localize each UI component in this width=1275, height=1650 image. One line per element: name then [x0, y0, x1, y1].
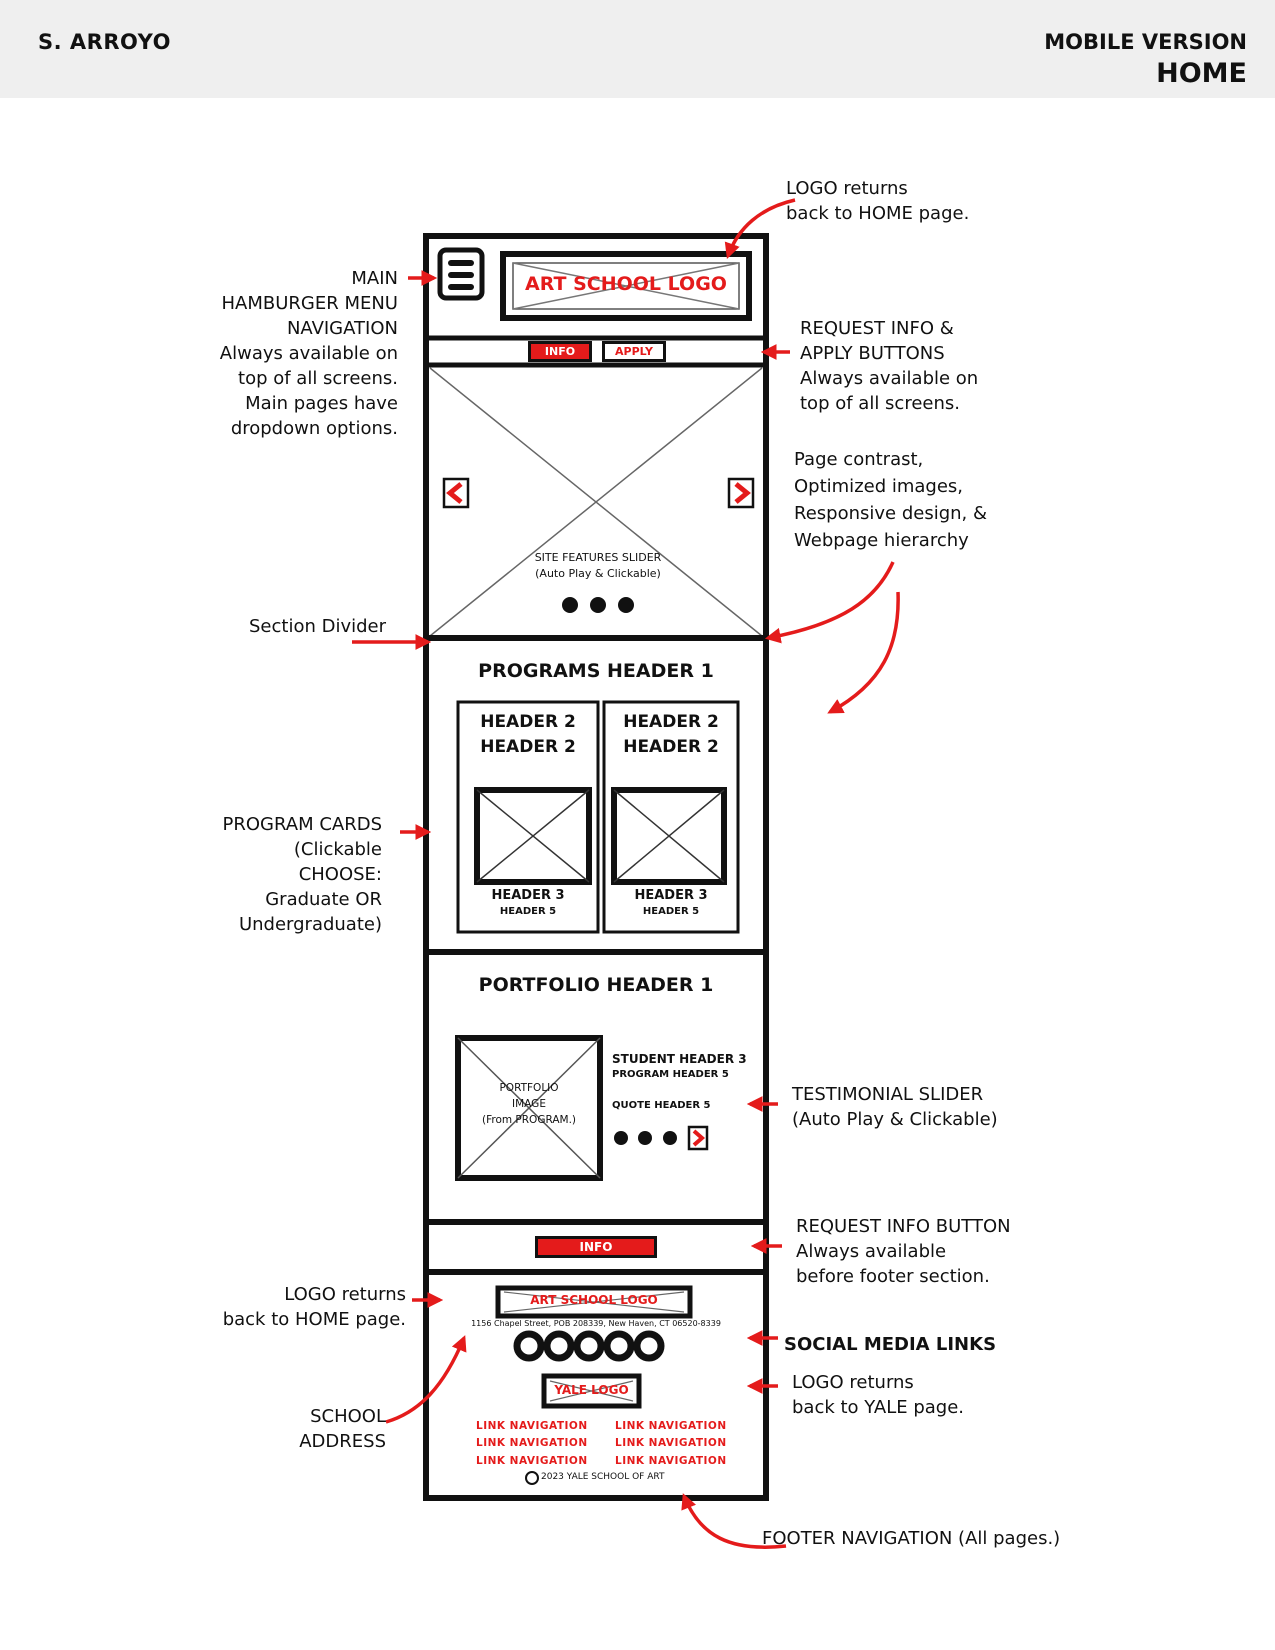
copyright-text: 2023 YALE SCHOOL OF ART: [541, 1472, 665, 1482]
note-request-info: REQUEST INFO BUTTON Always available bef…: [796, 1216, 1011, 1287]
note-testimonial: TESTIMONIAL SLIDER (Auto Play & Clickabl…: [792, 1084, 998, 1130]
testimonial-dot: [663, 1131, 677, 1145]
copyright-icon: [525, 1471, 539, 1485]
program-header: PROGRAM HEADER 5: [612, 1069, 729, 1080]
info-button-bottom[interactable]: INFO: [535, 1236, 657, 1258]
social-icon: [603, 1330, 635, 1362]
note-logo-home-top: LOGO returns back to HOME page.: [786, 178, 970, 224]
art-school-logo[interactable]: ART SCHOOL LOGO: [525, 273, 727, 295]
slider-dot: [618, 597, 634, 613]
portfolio-image-caption: PORTFOLIO IMAGE (From PROGRAM.): [481, 1082, 577, 1126]
testimonial-dot: [638, 1131, 652, 1145]
portfolio-header: PORTFOLIO HEADER 1: [478, 974, 714, 996]
social-icon: [633, 1330, 665, 1362]
social-icon: [573, 1330, 605, 1362]
info-button[interactable]: INFO: [528, 341, 592, 362]
note-section-divider: Section Divider: [248, 616, 386, 637]
phone-frame: [423, 233, 769, 1501]
footer-link[interactable]: LINK NAVIGATION: [476, 1437, 588, 1449]
card-2-header-3[interactable]: HEADER 3: [634, 888, 708, 903]
school-address-text: 1156 Chapel Street, POB 208339, New Have…: [471, 1319, 721, 1328]
page-header: S. ARROYO MOBILE VERSION HOME: [0, 0, 1275, 98]
programs-header: PROGRAMS HEADER 1: [478, 660, 714, 682]
note-program-cards: PROGRAM CARDS (Clickable CHOOSE: Graduat…: [222, 814, 383, 935]
slider-dot: [590, 597, 606, 613]
social-icon: [513, 1330, 545, 1362]
apply-button[interactable]: APPLY: [602, 341, 666, 362]
note-yale-logo: LOGO returns back to YALE page.: [792, 1372, 965, 1418]
slider-dot: [562, 597, 578, 613]
card-2-header-2a[interactable]: HEADER 2: [623, 712, 719, 732]
card-1-header-2a[interactable]: HEADER 2: [480, 712, 576, 732]
slider-caption: SITE FEATURES SLIDER (Auto Play & Clicka…: [534, 551, 662, 580]
social-icon: [543, 1330, 575, 1362]
card-1-header-2b[interactable]: HEADER 2: [480, 737, 576, 757]
note-school-address: SCHOOL ADDRESS: [299, 1406, 386, 1452]
footer-link[interactable]: LINK NAVIGATION: [615, 1420, 727, 1432]
note-hamburger: MAIN HAMBURGER MENU NAVIGATION Always av…: [219, 268, 398, 439]
yale-logo[interactable]: YALE LOGO: [554, 1383, 629, 1397]
testimonial-dot: [614, 1131, 628, 1145]
note-page-contrast: Page contrast, Optimized images, Respons…: [794, 449, 988, 551]
author-name: S. ARROYO: [38, 30, 171, 54]
card-2-header-2b[interactable]: HEADER 2: [623, 737, 719, 757]
student-header: STUDENT HEADER 3: [612, 1052, 747, 1066]
footer-logo[interactable]: ART SCHOOL LOGO: [530, 1293, 658, 1307]
card-2-header-5[interactable]: HEADER 5: [642, 906, 700, 917]
version-label: MOBILE VERSION: [1044, 30, 1247, 54]
footer-link[interactable]: LINK NAVIGATION: [615, 1455, 727, 1467]
quote-header: QUOTE HEADER 5: [612, 1100, 711, 1111]
note-logo-home-footer: LOGO returns back to HOME page.: [222, 1284, 406, 1330]
footer-link[interactable]: LINK NAVIGATION: [476, 1455, 588, 1467]
card-1-header-5[interactable]: HEADER 5: [499, 906, 557, 917]
footer-link[interactable]: LINK NAVIGATION: [476, 1420, 588, 1432]
page-title: HOME: [1156, 58, 1247, 89]
note-social: SOCIAL MEDIA LINKS: [784, 1334, 997, 1355]
footer-link[interactable]: LINK NAVIGATION: [615, 1437, 727, 1449]
note-request-apply: REQUEST INFO & APPLY BUTTONS Always avai…: [800, 318, 979, 414]
note-footer-nav: FOOTER NAVIGATION (All pages.): [762, 1528, 1061, 1549]
card-1-header-3[interactable]: HEADER 3: [491, 888, 565, 903]
